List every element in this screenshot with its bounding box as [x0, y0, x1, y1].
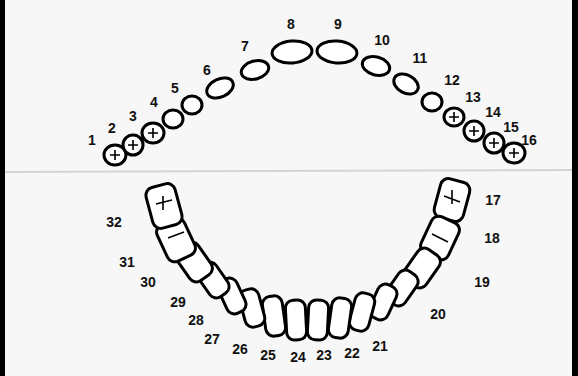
tooth-number: 11 — [413, 51, 428, 65]
tooth-number: 24 — [290, 350, 306, 364]
tooth-number: 19 — [474, 275, 490, 289]
tooth-number: 3 — [129, 109, 137, 123]
tooth-number: 2 — [108, 121, 116, 135]
tooth-number: 29 — [170, 295, 186, 309]
tooth-number: 30 — [140, 275, 156, 289]
tooth-number: 31 — [119, 255, 135, 269]
tooth-number: 4 — [150, 95, 158, 109]
tooth-number: 23 — [316, 348, 332, 362]
tooth-number: 1 — [88, 133, 96, 147]
tooth-number: 15 — [503, 120, 519, 134]
tooth-number: 8 — [287, 17, 295, 31]
tooth-number: 32 — [106, 215, 122, 229]
tooth-number: 9 — [334, 17, 342, 31]
tooth-number: 10 — [374, 33, 390, 47]
tooth-number: 18 — [484, 231, 500, 245]
tooth-number: 14 — [485, 105, 501, 119]
tooth-number: 28 — [188, 313, 204, 327]
tooth-number: 5 — [171, 81, 179, 95]
tooth-number: 16 — [521, 133, 537, 147]
tooth-number: 21 — [372, 339, 388, 353]
tooth-number: 13 — [465, 90, 481, 104]
tooth-number: 7 — [241, 39, 249, 53]
tooth-number: 20 — [430, 307, 446, 321]
tooth-number: 26 — [232, 342, 248, 356]
tooth-number: 6 — [203, 63, 211, 77]
tooth-number: 17 — [485, 193, 501, 207]
tooth-number: 12 — [444, 73, 460, 87]
tooth-number: 25 — [260, 348, 276, 362]
tooth-number: 22 — [344, 346, 360, 360]
tooth-number: 27 — [204, 332, 220, 346]
